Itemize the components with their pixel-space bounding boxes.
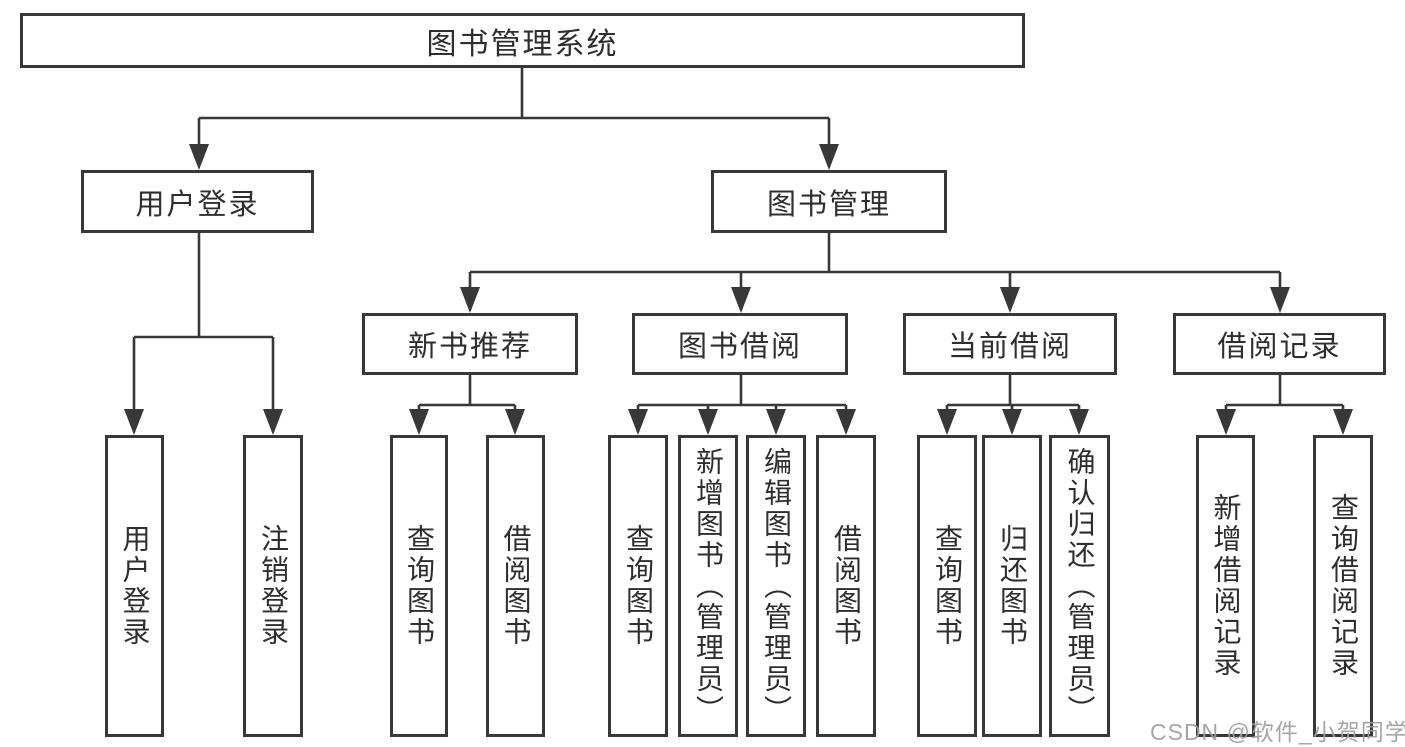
csdn-watermark: CSDN @软件_小贺同学 [1150,719,1405,745]
node-current-borrow: 当前借阅 [903,313,1117,375]
node-book-management: 图书管理 [711,170,947,233]
leaf-confirm-return-admin: 确认归还（管理员） [1049,435,1110,737]
connector-paths [132,68,1345,432]
leaf-query-books-recommend: 查询图书 [390,435,448,737]
node-root: 图书管理系统 [20,13,1025,68]
arrowheads [124,144,1353,435]
leaf-logout: 注销登录 [243,435,303,737]
leaf-borrow-books-recommend: 借阅图书 [486,435,545,737]
leaf-query-books-current: 查询图书 [917,435,977,737]
node-new-book-recommend: 新书推荐 [362,313,578,375]
leaf-user-login: 用户登录 [105,435,164,737]
leaf-borrow-books: 借阅图书 [816,435,876,737]
leaf-add-borrow-record: 新增借阅记录 [1196,435,1255,737]
leaf-edit-books-admin: 编辑图书（管理员） [746,435,806,737]
node-book-borrow: 图书借阅 [632,313,848,375]
leaf-query-borrow-record: 查询借阅记录 [1313,435,1373,737]
leaf-add-books-admin: 新增图书（管理员） [678,435,738,737]
node-borrow-records: 借阅记录 [1173,313,1386,375]
leaf-query-books-borrow: 查询图书 [608,435,668,737]
node-user-login: 用户登录 [81,170,314,233]
leaf-return-books: 归还图书 [982,435,1042,737]
